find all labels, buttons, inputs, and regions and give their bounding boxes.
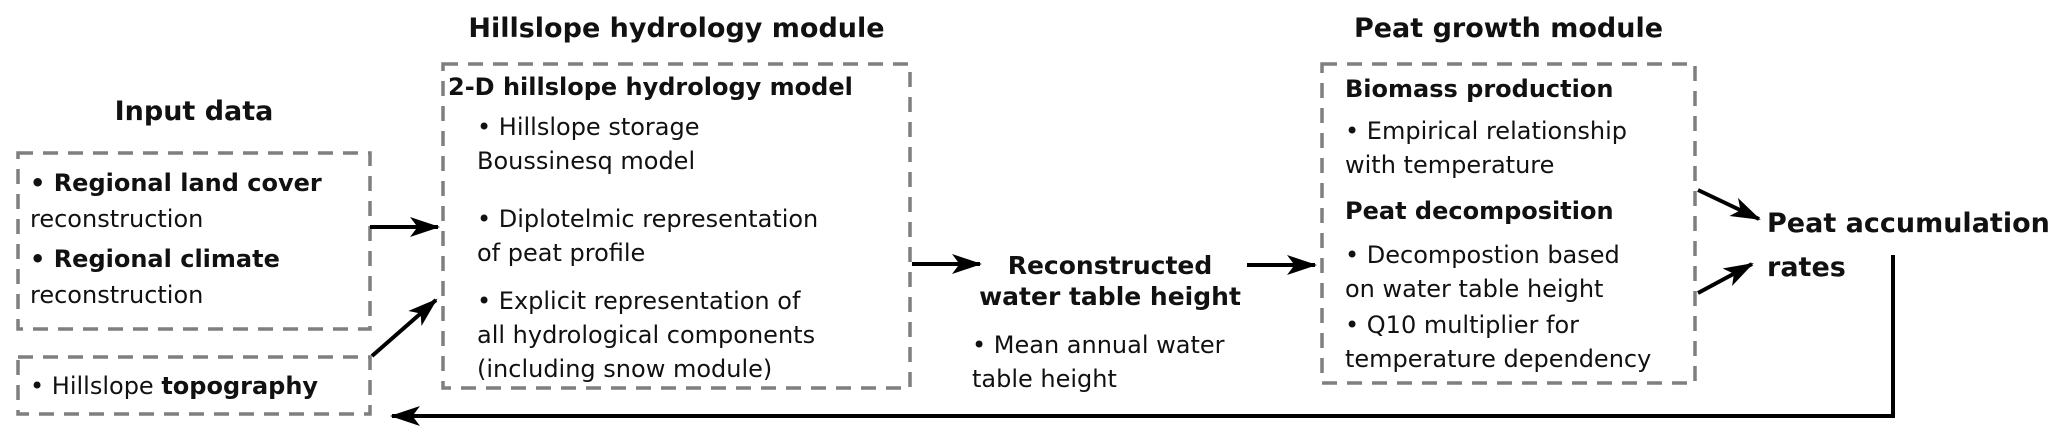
hydrology-bullet-diplotelmic: • Diplotelmic representation of peat pro…: [477, 205, 819, 267]
water-table-label: Reconstructed water table height: [979, 251, 1241, 311]
feedback-arrow-accumulation-to-topography: [390, 255, 1895, 426]
arrow-peat-to-accumulation-upper: [1697, 188, 1761, 221]
input-item-climate: • Regional climate reconstruction: [30, 241, 362, 313]
input-data-title: Input data: [114, 96, 274, 127]
peat-header-biomass: Biomass production: [1345, 75, 1614, 103]
topography-prefix: • Hillslope: [30, 371, 162, 400]
arrow-peat-to-accumulation-lower: [1697, 262, 1754, 295]
peat-bullet-q10: • Q10 multiplier for temperature depende…: [1345, 311, 1652, 373]
hydrology-bullet-list: • Hillslope storage Boussinesq model • D…: [448, 110, 910, 386]
input-data-box-border: [16, 151, 372, 331]
input-data-box: • Regional land cover reconstruction • R…: [30, 165, 362, 313]
input-item-land-cover: • Regional land cover reconstruction: [30, 165, 362, 237]
hydrology-bullet-explicit: • Explicit representation of all hydrolo…: [477, 287, 816, 383]
topography-box: • Hillslope topography: [30, 357, 362, 414]
water-table-bullet: • Mean annual water table height: [972, 331, 1225, 393]
peat-header-decomposition: Peat decomposition: [1345, 197, 1614, 225]
arrow-topography-to-hydrology: [370, 298, 438, 358]
input-item-land-cover-bold: • Regional land cover: [30, 169, 322, 197]
peat-module-title: Peat growth module: [1353, 13, 1664, 44]
peat-accumulation-label: Peat accumulation rates: [1767, 208, 2050, 283]
hydrology-box-header: 2-D hillslope hydrology model: [448, 73, 853, 101]
topography-box-border: [16, 355, 372, 416]
peat-bullet-decomposition: • Decompostion based on water table heig…: [1345, 241, 1620, 303]
peat-box-content: Biomass production • Empirical relations…: [1345, 74, 1690, 376]
hydrology-bullet-storage: • Hillslope storage Boussinesq model: [477, 113, 700, 175]
input-item-land-cover-rest: reconstruction: [30, 205, 204, 233]
peat-bullet-empirical: • Empirical relationship with temperatur…: [1345, 117, 1628, 179]
hydrology-module-title: Hillslope hydrology module: [468, 13, 885, 44]
peat-box-border: [1320, 62, 1697, 385]
hydrology-box-border: [441, 62, 912, 390]
input-item-climate-bold: • Regional climate: [30, 245, 280, 273]
topography-bold: topography: [161, 371, 319, 400]
hydrology-box-content: 2-D hillslope hydrology model • Hillslop…: [448, 72, 910, 386]
water-table-block: Reconstructed water table height • Mean …: [950, 250, 1270, 396]
input-item-climate-rest: reconstruction: [30, 281, 204, 309]
